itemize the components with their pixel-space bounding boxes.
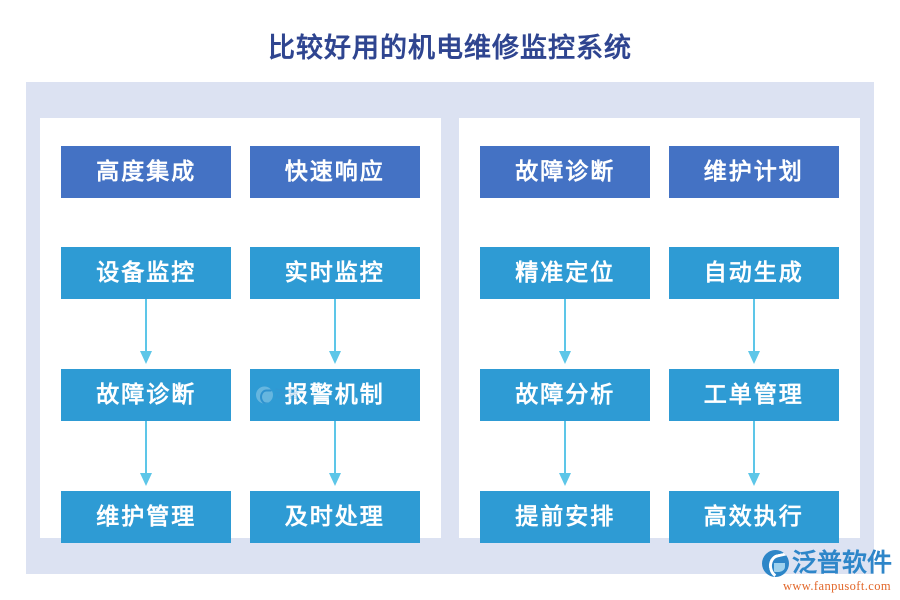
arrow-head: [140, 351, 153, 364]
node-step-precise-positioning[interactable]: 精准定位: [480, 247, 651, 299]
arrow-down-icon: [745, 299, 763, 369]
fanpu-swoosh-icon: [255, 386, 273, 404]
left-panel: 高度集成 设备监控 故障诊断 维护管理 快速响应 实时监控: [40, 118, 441, 543]
arrow-down-icon: [745, 421, 763, 491]
node-head-fault-diagnosis[interactable]: 故障诊断: [480, 146, 651, 198]
logo-company-name: 泛普软件: [791, 549, 892, 577]
arrow-shaft: [752, 299, 755, 355]
spacer: [145, 198, 147, 247]
node-step-fault-analysis[interactable]: 故障分析: [480, 369, 651, 421]
node-step-efficient-execution[interactable]: 高效执行: [668, 491, 839, 543]
node-step-advance-scheduling[interactable]: 提前安排: [480, 491, 651, 543]
arrow-shaft: [145, 421, 148, 477]
arrow-down-icon: [326, 299, 344, 369]
arrow-down-icon: [137, 421, 155, 491]
arrow-shaft: [564, 421, 567, 477]
node-step-work-order-management[interactable]: 工单管理: [668, 369, 839, 421]
arrow-head: [559, 351, 572, 364]
arrow-head: [747, 473, 760, 486]
fanpu-swoosh-icon: [761, 549, 789, 577]
column-maintenance-plan: 维护计划 自动生成 工单管理 高效执行: [668, 146, 839, 543]
arrow-head: [747, 351, 760, 364]
arrow-shaft: [333, 421, 336, 477]
logo-website-url: www.fanpusoft.com: [782, 578, 891, 593]
node-head-high-integration[interactable]: 高度集成: [61, 146, 232, 198]
node-step-alarm-mechanism[interactable]: 泛普 报警机制: [249, 369, 420, 421]
node-step-auto-generation[interactable]: 自动生成: [668, 247, 839, 299]
logo-top-row: 泛普软件: [761, 549, 892, 577]
page-title: 比较好用的机电维修监控系统: [268, 33, 632, 63]
node-head-maintenance-plan[interactable]: 维护计划: [668, 146, 839, 198]
node-step-timely-handling[interactable]: 及时处理: [249, 491, 420, 543]
arrow-down-icon: [326, 421, 344, 491]
right-panel: 故障诊断 精准定位 故障分析 提前安排 维护计划 自动生成 工单管理: [459, 118, 860, 543]
arrow-shaft: [752, 421, 755, 477]
arrow-head: [559, 473, 572, 486]
company-logo[interactable]: 泛普软件 www.fanpusoft.com: [761, 549, 892, 593]
node-label: 报警机制: [284, 382, 385, 407]
diagram-frame: 高度集成 设备监控 故障诊断 维护管理 快速响应 实时监控: [26, 82, 874, 574]
arrow-down-icon: [556, 299, 574, 369]
arrow-down-icon: [137, 299, 155, 369]
spacer: [753, 198, 755, 247]
node-step-equipment-monitoring[interactable]: 设备监控: [61, 247, 232, 299]
node-step-fault-diagnosis[interactable]: 故障诊断: [61, 369, 232, 421]
arrow-head: [328, 351, 341, 364]
column-fault-diagnosis: 故障诊断 精准定位 故障分析 提前安排: [480, 146, 651, 543]
node-step-realtime-monitoring[interactable]: 实时监控: [249, 247, 420, 299]
column-fast-response: 快速响应 实时监控 泛普 报警机制 及时处理: [249, 146, 420, 543]
arrow-head: [328, 473, 341, 486]
spacer: [334, 198, 336, 247]
node-head-fast-response[interactable]: 快速响应: [249, 146, 420, 198]
column-high-integration: 高度集成 设备监控 故障诊断 维护管理: [61, 146, 232, 543]
spacer: [564, 198, 566, 247]
arrow-shaft: [333, 299, 336, 355]
node-step-maintenance-management[interactable]: 维护管理: [61, 491, 232, 543]
arrow-shaft: [145, 299, 148, 355]
arrow-down-icon: [556, 421, 574, 491]
arrow-shaft: [564, 299, 567, 355]
arrow-head: [140, 473, 153, 486]
